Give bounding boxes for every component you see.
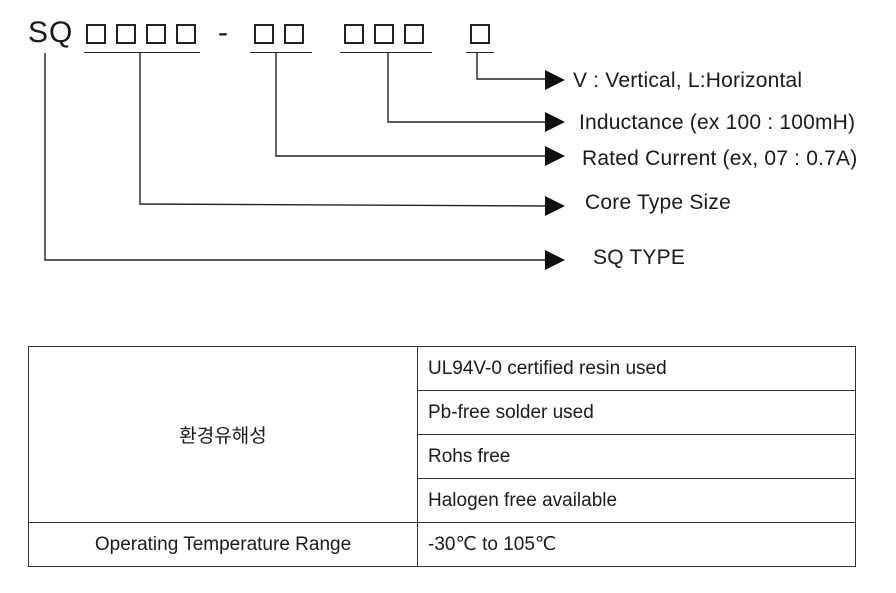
label-inductance: Inductance (ex 100 : 100mH) [579,111,856,134]
code-underline-core [84,52,200,53]
label-core-type-size: Core Type Size [585,191,731,214]
arrow-core-icon [545,196,565,216]
spec-table: 환경유해성 UL94V-0 certified resin used Pb-fr… [28,346,856,567]
code-box-current-1 [254,24,274,44]
label-rated-current: Rated Current (ex, 07 : 0.7A) [582,147,858,170]
connector-current [275,53,548,157]
table-row: 환경유해성 UL94V-0 certified resin used [28,346,856,523]
env-item-cell: UL94V-0 certified resin used [417,346,856,391]
env-label-cell: 환경유해성 [28,346,418,523]
temp-label-cell: Operating Temperature Range [28,522,418,567]
connector-orientation [476,53,548,80]
connector-type [44,53,548,261]
table-row: Rohs free [29,434,856,479]
arrow-type-icon [545,250,565,270]
code-box-inductance-2 [374,24,394,44]
table-row: Operating Temperature Range -30℃ to 105℃ [28,522,856,567]
code-box-core-1 [86,24,106,44]
code-box-current-2 [284,24,304,44]
label-orientation: V : Vertical, L:Horizontal [573,69,803,92]
code-box-core-2 [116,24,136,44]
arrow-current-icon [545,146,565,166]
arrow-inductance-icon [545,112,565,132]
arrow-orientation-icon [545,70,565,90]
code-box-core-4 [176,24,196,44]
label-sq-type: SQ TYPE [593,246,686,269]
env-item-cell: Pb-free solder used [417,390,856,435]
code-prefix: SQ [28,16,74,49]
code-underline-current [250,52,312,53]
code-box-core-3 [146,24,166,44]
code-underline-orientation [466,52,494,53]
connector-lines [44,53,565,270]
connector-inductance [387,53,548,123]
connector-core [139,53,549,207]
code-box-orientation [470,24,490,44]
code-box-inductance-1 [344,24,364,44]
env-item-cell: Halogen free available [417,478,856,523]
code-box-inductance-3 [404,24,424,44]
code-dash: - [218,16,228,49]
env-item-cell: Rohs free [417,434,856,479]
code-underline-inductance [340,52,432,53]
temp-value-cell: -30℃ to 105℃ [417,522,856,567]
